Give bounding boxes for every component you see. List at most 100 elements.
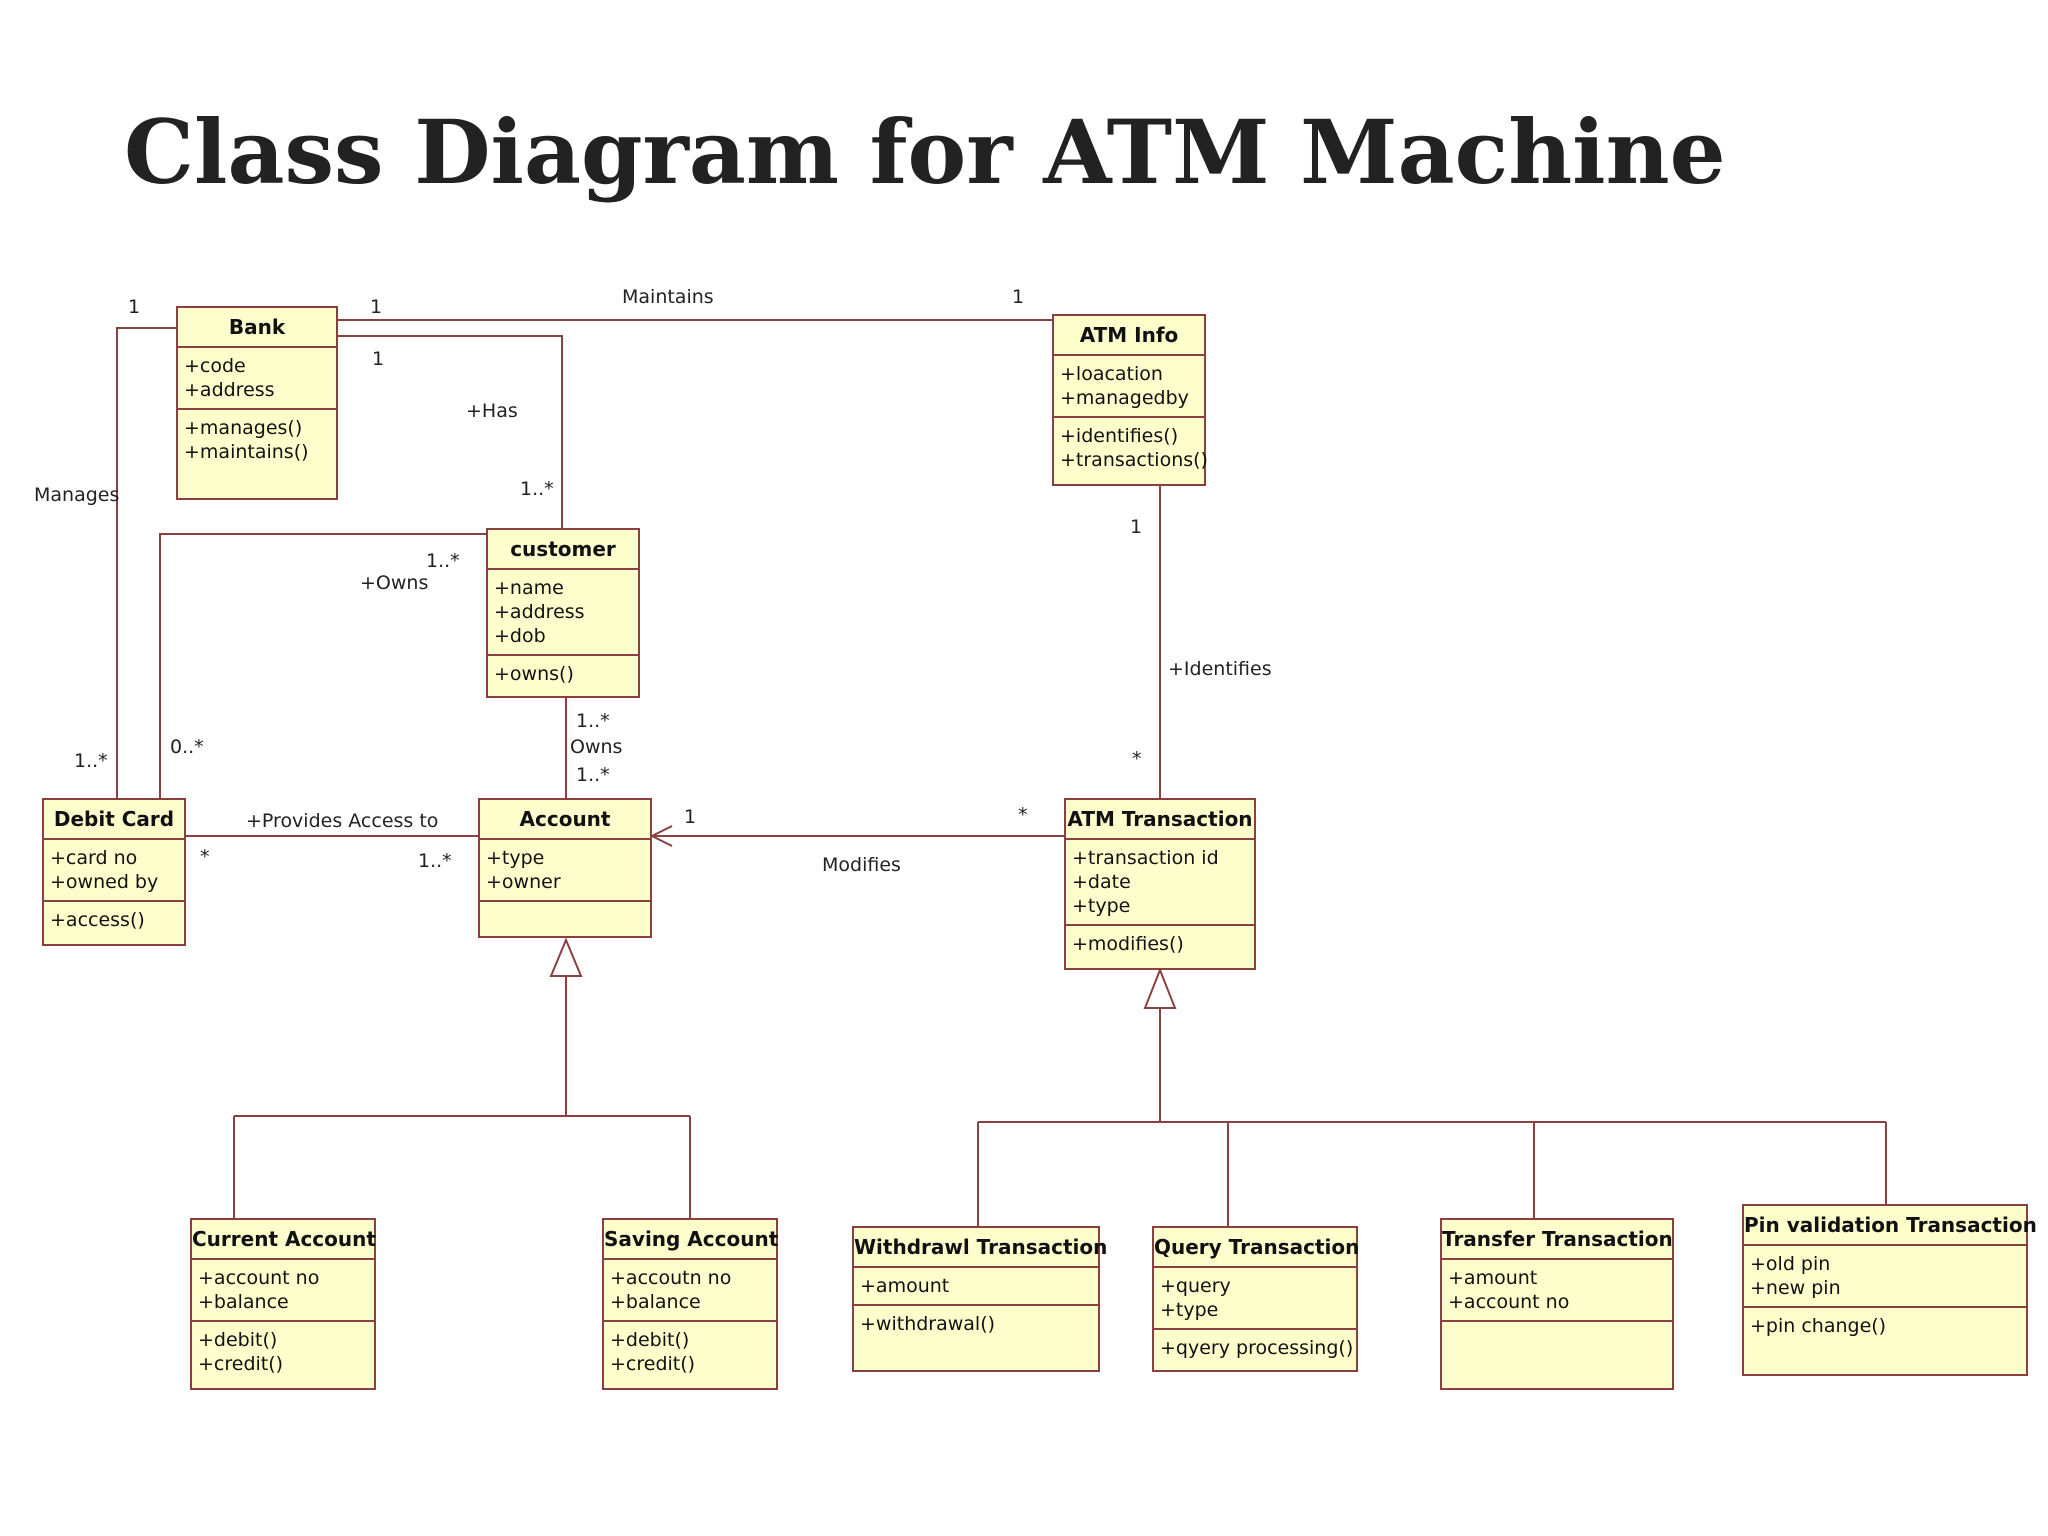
attribute: +account no (1448, 1291, 1570, 1313)
label-manages: Manages (34, 484, 120, 506)
class-bank-name: Bank (178, 308, 336, 348)
operation: +debit() (610, 1329, 690, 1351)
class-account-name: Account (480, 800, 650, 840)
class-atm-transaction-name: ATM Transaction (1066, 800, 1254, 840)
class-transfer-transaction-name: Transfer Transaction (1442, 1220, 1673, 1260)
multiplicity: 1..* (74, 750, 108, 772)
operation: +credit() (198, 1353, 284, 1375)
attribute: +balance (610, 1291, 701, 1313)
attribute: +account no (198, 1267, 320, 1289)
class-customer-name: customer (488, 530, 638, 570)
operation: +qyery processing() (1160, 1337, 1354, 1359)
class-saving-account-attributes: +accoutn no +balance (604, 1260, 776, 1322)
multiplicity: 1..* (576, 710, 610, 732)
multiplicity: 1 (1012, 286, 1025, 308)
class-debit-card[interactable]: Debit Card +card no +owned by +access() (42, 798, 186, 946)
class-bank-operations: +manages() +maintains() (178, 410, 336, 470)
attribute: +code (184, 355, 246, 377)
class-saving-account-operations: +debit() +credit() (604, 1322, 776, 1382)
class-saving-account[interactable]: Saving Account +accoutn no +balance +deb… (602, 1218, 778, 1390)
attribute: +type (486, 847, 545, 869)
class-withdrawl-transaction[interactable]: Withdrawl Transaction +amount +withdrawa… (852, 1226, 1107, 1372)
attribute: +loacation (1060, 363, 1163, 385)
operation: +access() (50, 909, 145, 931)
class-transfer-transaction-operations (1442, 1322, 1672, 1386)
owns-debit-card-association (159, 533, 486, 798)
attribute: +type (1160, 1299, 1219, 1321)
attribute: +card no (50, 847, 138, 869)
multiplicity: 1..* (426, 550, 460, 572)
class-bank-attributes: +code +address (178, 348, 336, 410)
class-atm-info[interactable]: ATM Info +loacation +managedby +identifi… (1052, 314, 1208, 486)
class-withdrawl-transaction-attributes: +amount (854, 1268, 1098, 1306)
operation: +modifies() (1072, 933, 1184, 955)
class-query-transaction[interactable]: Query Transaction +query +type +qyery pr… (1152, 1226, 1359, 1372)
class-account[interactable]: Account +type +owner (478, 798, 652, 938)
class-current-account[interactable]: Current Account +account no +balance +de… (190, 1218, 376, 1390)
attribute: +name (494, 577, 564, 599)
multiplicity: 1 (128, 296, 141, 318)
class-saving-account-name: Saving Account (604, 1220, 778, 1260)
multiplicity: 1 (370, 296, 383, 318)
account-generalization-triangle (549, 937, 583, 977)
class-pin-validation-transaction[interactable]: Pin validation Transaction +old pin +new… (1742, 1204, 2037, 1376)
class-transfer-transaction[interactable]: Transfer Transaction +amount +account no (1440, 1218, 1674, 1390)
has-association (338, 335, 563, 528)
class-query-transaction-name: Query Transaction (1154, 1228, 1359, 1268)
class-pin-validation-transaction-operations: +pin change() (1744, 1308, 2026, 1344)
attribute: +address (494, 601, 585, 623)
attribute: +dob (494, 625, 546, 647)
attribute: +owned by (50, 871, 159, 893)
class-atm-transaction[interactable]: ATM Transaction +transaction id +date +t… (1064, 798, 1256, 970)
attribute: +type (1072, 895, 1131, 917)
modifies-arrowhead (649, 825, 673, 847)
operation: +debit() (198, 1329, 278, 1351)
class-current-account-attributes: +account no +balance (192, 1260, 374, 1322)
attribute: +old pin (1750, 1253, 1831, 1275)
label-owns: Owns (570, 736, 623, 758)
class-atm-transaction-attributes: +transaction id +date +type (1066, 840, 1254, 926)
attribute: +query (1160, 1275, 1231, 1297)
attribute: +transaction id (1072, 847, 1219, 869)
class-current-account-name: Current Account (192, 1220, 376, 1260)
label-maintains: Maintains (622, 286, 714, 308)
label-identifies: +Identifies (1168, 658, 1272, 680)
multiplicity: * (1132, 748, 1142, 770)
operation: +maintains() (184, 441, 309, 463)
attribute: +balance (198, 1291, 289, 1313)
class-withdrawl-transaction-name: Withdrawl Transaction (854, 1228, 1107, 1268)
multiplicity: 1..* (418, 850, 452, 872)
operation: +identifies() (1060, 425, 1179, 447)
attribute: +owner (486, 871, 561, 893)
multiplicity: 1..* (576, 764, 610, 786)
operation: +transactions() (1060, 449, 1208, 471)
operation: +withdrawal() (860, 1313, 996, 1335)
attribute: +new pin (1750, 1277, 1841, 1299)
class-customer-attributes: +name +address +dob (488, 570, 638, 656)
multiplicity: 0..* (170, 736, 204, 758)
class-atm-transaction-operations: +modifies() (1066, 926, 1254, 962)
class-debit-card-attributes: +card no +owned by (44, 840, 184, 902)
attribute: +accoutn no (610, 1267, 732, 1289)
operation: +manages() (184, 417, 303, 439)
class-query-transaction-operations: +qyery processing() (1154, 1330, 1356, 1366)
attribute: +amount (860, 1275, 950, 1297)
class-debit-card-operations: +access() (44, 902, 184, 938)
attribute: +address (184, 379, 275, 401)
attribute: +managedby (1060, 387, 1189, 409)
class-current-account-operations: +debit() +credit() (192, 1322, 374, 1382)
manages-association (116, 327, 176, 798)
class-bank[interactable]: Bank +code +address +manages() +maintain… (176, 306, 338, 500)
class-account-operations (480, 902, 650, 936)
attribute: +date (1072, 871, 1131, 893)
class-debit-card-name: Debit Card (44, 800, 184, 840)
multiplicity: 1 (372, 348, 385, 370)
class-pin-validation-transaction-name: Pin validation Transaction (1744, 1206, 2037, 1246)
label-owns-plus: +Owns (360, 572, 429, 594)
operation: +pin change() (1750, 1315, 1887, 1337)
multiplicity: 1 (1130, 516, 1143, 538)
class-customer[interactable]: customer +name +address +dob +owns() (486, 528, 640, 698)
class-query-transaction-attributes: +query +type (1154, 1268, 1356, 1330)
class-withdrawl-transaction-operations: +withdrawal() (854, 1306, 1098, 1342)
